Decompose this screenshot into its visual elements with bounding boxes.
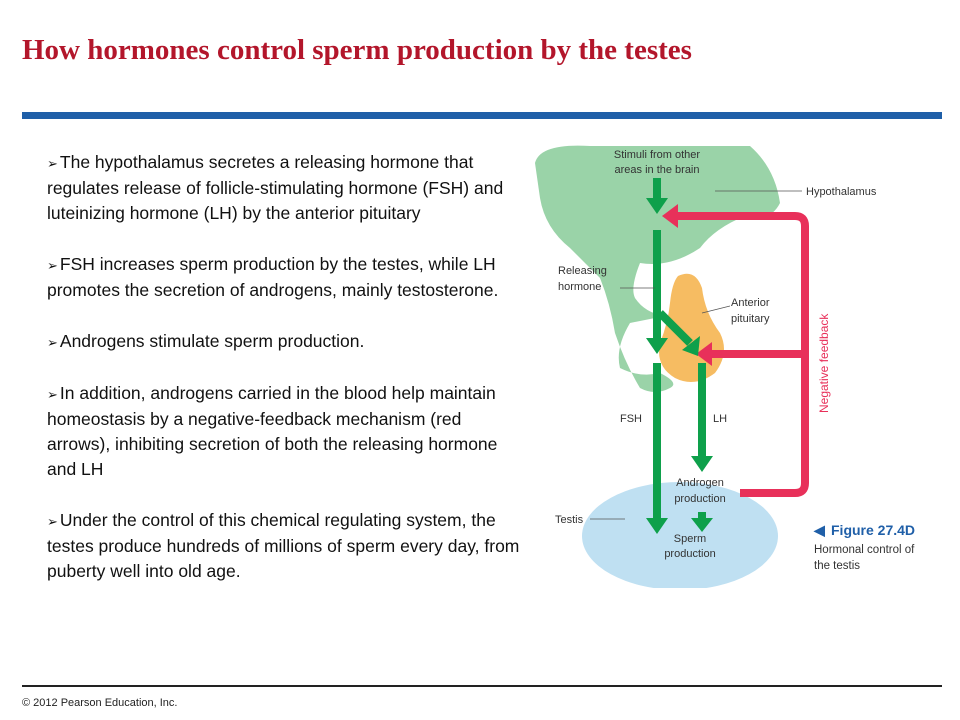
figure-caption-line1: Hormonal control of	[814, 544, 915, 556]
bullet-text: Androgens stimulate sperm production.	[59, 331, 365, 351]
lh-label: LH	[713, 413, 727, 425]
sperm-label-line1: Sperm	[674, 533, 706, 545]
feedback-arrowhead-hypothalamus	[662, 204, 678, 228]
releasing-label-line1: Releasing	[558, 265, 607, 277]
bullet-arrow-icon: ➢	[47, 258, 58, 273]
diagonal-arrowhead	[682, 336, 700, 356]
releasing-label-line2: hormone	[558, 281, 601, 293]
androgen-label-line2: production	[674, 493, 725, 505]
bullet-arrow-icon: ➢	[47, 335, 58, 350]
androgen-arrowhead	[691, 518, 713, 532]
hormone-control-diagram: Stimuli from other areas in the brain Hy…	[535, 145, 915, 588]
sperm-label-line2: production	[664, 548, 715, 560]
bullet-list: ➢The hypothalamus secretes a releasing h…	[47, 150, 527, 610]
hypothalamus-label: Hypothalamus	[806, 186, 877, 198]
bullet-arrow-icon: ➢	[47, 514, 58, 529]
figure-marker-icon: ◀	[813, 522, 825, 538]
stimuli-label-line2: areas in the brain	[615, 164, 700, 176]
bullet-item: ➢Under the control of this chemical regu…	[47, 508, 527, 584]
feedback-arrowhead-pituitary	[696, 342, 712, 366]
title-divider	[22, 112, 942, 119]
copyright-footer: © 2012 Pearson Education, Inc.	[22, 697, 178, 709]
negative-feedback-label: Negative feedback	[817, 313, 831, 413]
lh-arrowhead	[691, 456, 713, 472]
anterior-leader	[701, 305, 731, 314]
anterior-label-line1: Anterior	[731, 297, 770, 309]
bullet-text: FSH increases sperm production by the te…	[47, 254, 499, 300]
hypothalamus-shape	[535, 145, 780, 392]
footer-divider	[22, 685, 942, 687]
figure-caption-line2: the testis	[814, 560, 860, 572]
bullet-item: ➢Androgens stimulate sperm production.	[47, 329, 527, 355]
androgen-label-line1: Androgen	[676, 477, 724, 489]
bullet-item: ➢The hypothalamus secretes a releasing h…	[47, 150, 527, 226]
stimuli-label-line1: Stimuli from other	[614, 149, 701, 161]
bullet-text: In addition, androgens carried in the bl…	[47, 383, 498, 479]
testis-label: Testis	[555, 514, 584, 526]
anterior-label-line2: pituitary	[731, 313, 770, 325]
slide-title: How hormones control sperm production by…	[22, 34, 692, 66]
figure-title: Figure 27.4D	[831, 522, 915, 538]
stimuli-arrowhead	[646, 198, 668, 214]
bullet-item: ➢In addition, androgens carried in the b…	[47, 381, 527, 482]
bullet-arrow-icon: ➢	[47, 156, 58, 171]
bullet-arrow-icon: ➢	[47, 387, 58, 402]
fsh-label: FSH	[620, 413, 642, 425]
bullet-item: ➢FSH increases sperm production by the t…	[47, 252, 527, 303]
bullet-text: The hypothalamus secretes a releasing ho…	[47, 152, 504, 223]
testis-shape	[582, 482, 778, 588]
anterior-pituitary-shape	[659, 273, 724, 382]
releasing-hormone-diagonal	[657, 310, 693, 346]
bullet-text: Under the control of this chemical regul…	[47, 510, 520, 581]
releasing-hormone-arrowhead	[646, 338, 668, 354]
fsh-arrowhead	[646, 518, 668, 534]
